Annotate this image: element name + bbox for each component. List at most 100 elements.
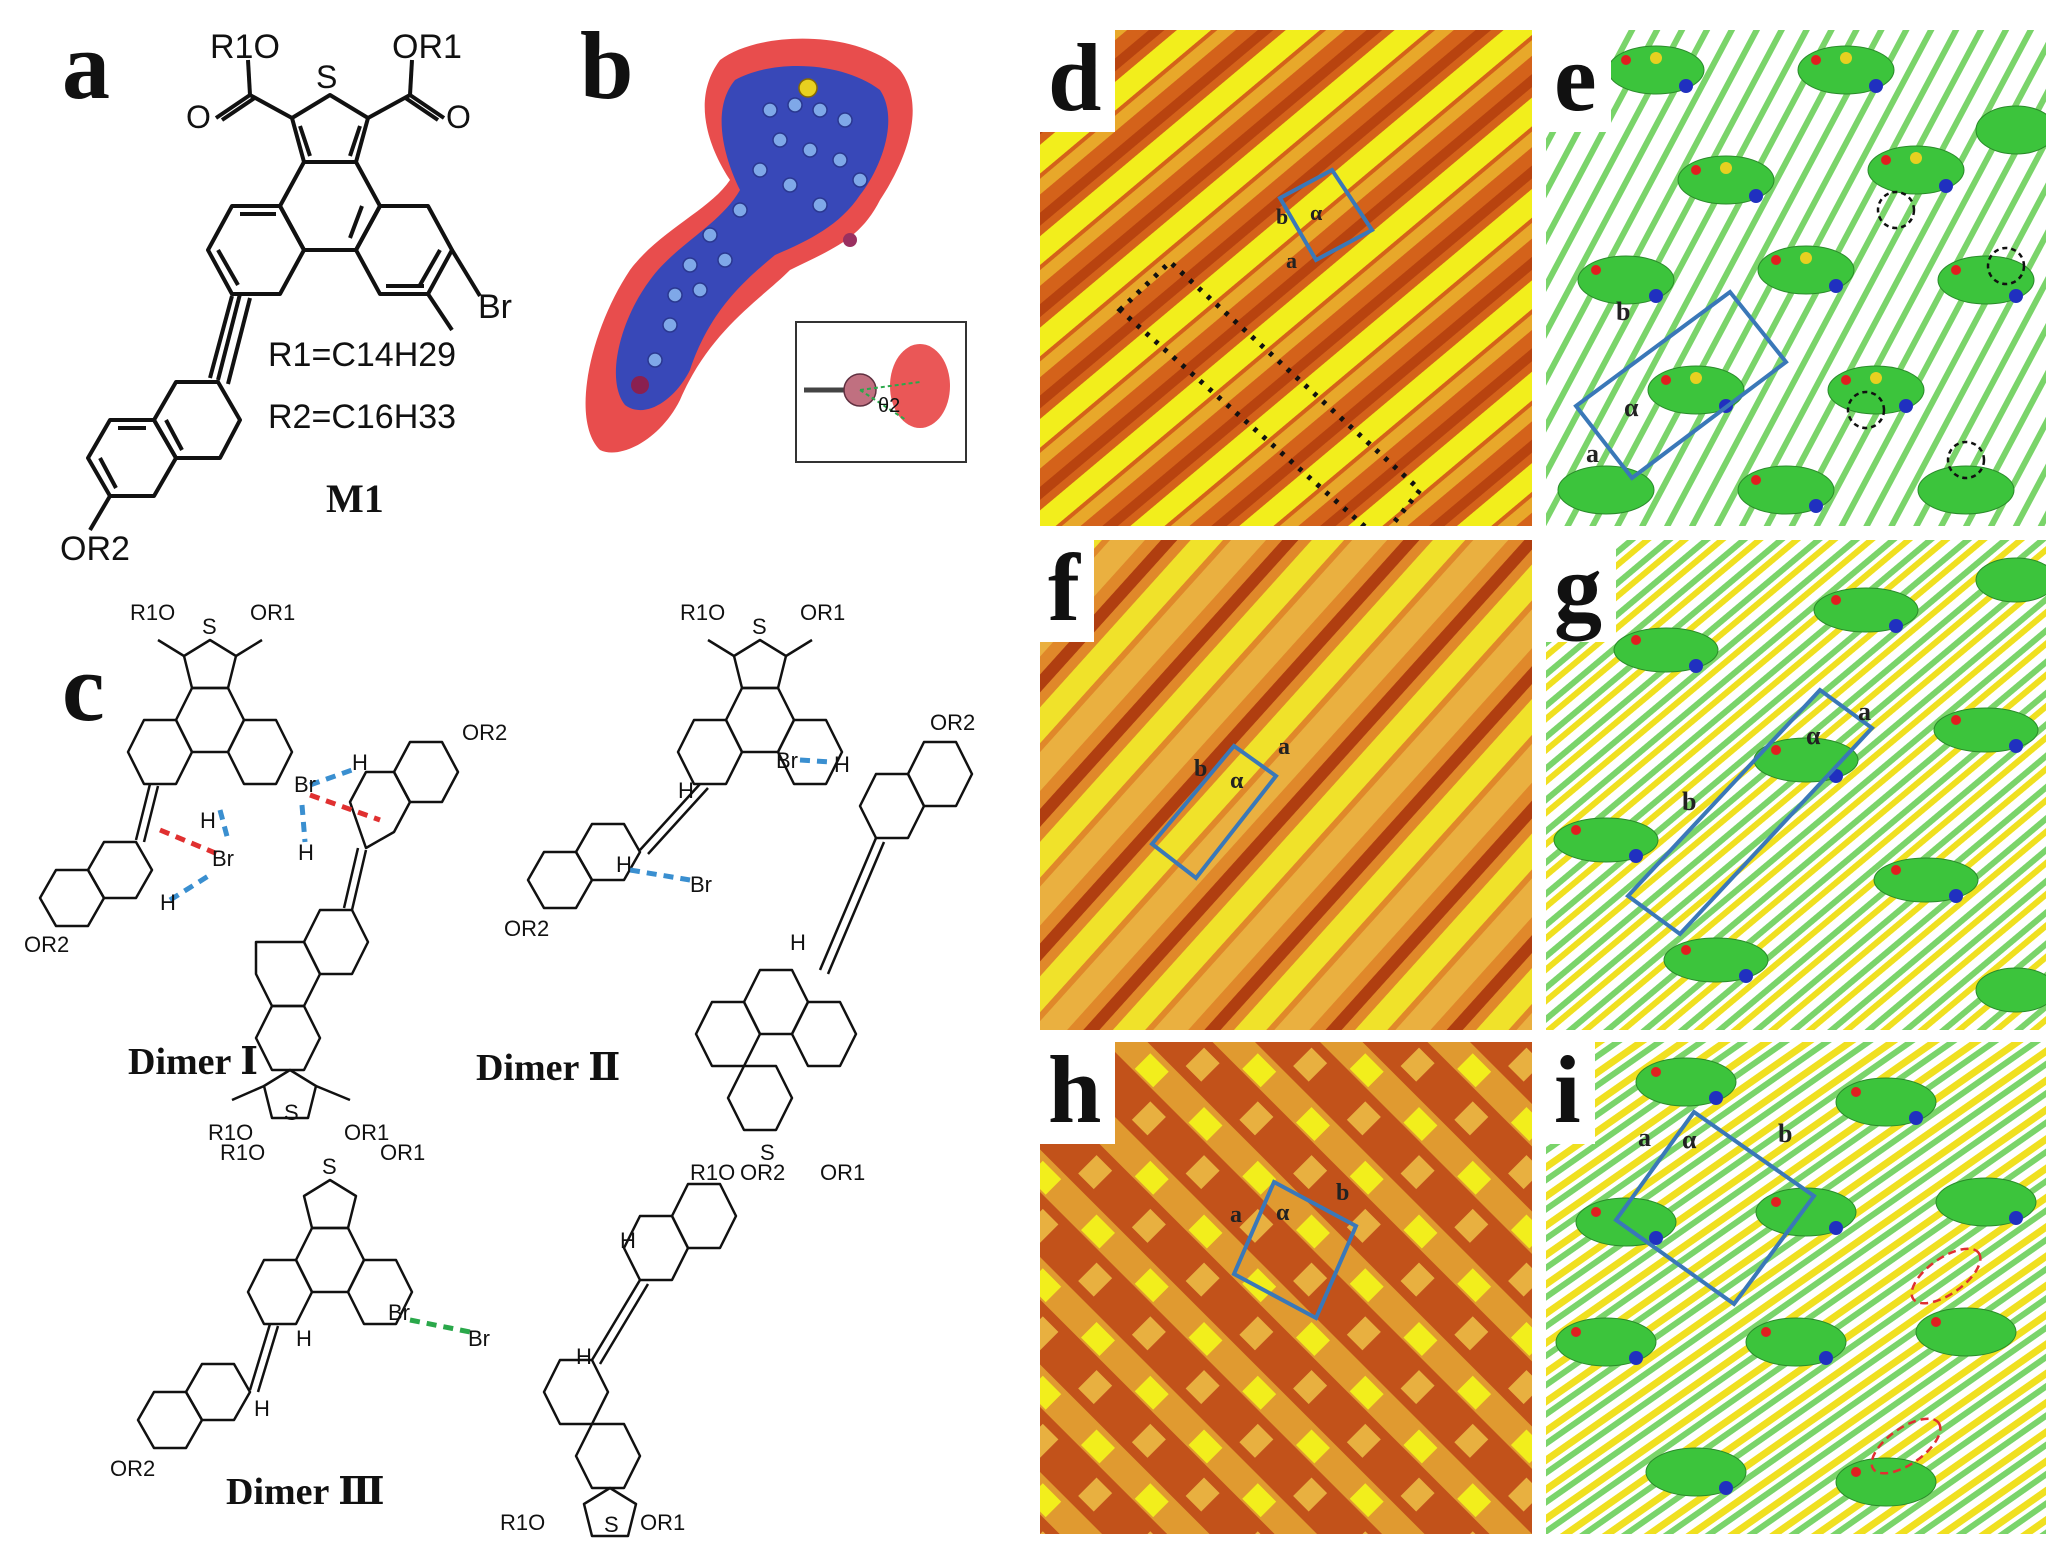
dimer2-br-top: Br — [776, 748, 798, 773]
lattice-a-h: a — [1230, 1202, 1242, 1228]
carbonyl-o-left: O — [186, 99, 211, 135]
dimer2-h-bottom: H — [790, 930, 806, 955]
dimer1-caption: Dimer Ⅰ — [128, 1041, 258, 1083]
carbonyl-o-right: O — [446, 99, 471, 135]
compound-name: M1 — [326, 476, 384, 521]
ring-right — [354, 204, 454, 296]
dimer3-h-4: H — [620, 1228, 636, 1253]
panel-label-h: h — [1040, 1042, 1116, 1144]
panel-label-i: i — [1546, 1042, 1595, 1144]
panel-label-f: f — [1040, 540, 1094, 642]
dimer3-br-right: Br — [468, 1326, 490, 1351]
lattice-b-f: b — [1194, 756, 1207, 782]
panel-a: a — [0, 0, 560, 580]
unit-cell-i — [1613, 1109, 1817, 1307]
lattice-alpha-f: α — [1230, 768, 1244, 794]
panel-f: b α a f — [1040, 540, 1532, 1030]
thiophene-ring — [290, 93, 370, 164]
panel-label-d: d — [1040, 30, 1116, 132]
dimer2-or1-bottom: OR1 — [820, 1160, 865, 1185]
dimer3-h-3: H — [254, 1396, 270, 1421]
dimer3-s-top: S — [322, 1154, 337, 1179]
esp-positive-region — [615, 66, 889, 411]
dimer-structures: H Br H Br H H S S OR2 OR2 R1O OR1 R1O OR… — [24, 600, 975, 1538]
dimer3-or1-bottom: OR1 — [640, 1510, 685, 1535]
lattice-alpha-e: α — [1624, 393, 1639, 422]
dimer1-halogen-bond-1 — [159, 827, 221, 858]
dimer1-br-2: Br — [294, 772, 316, 797]
r1o-left-label: R1O — [210, 28, 280, 66]
m1-structure: R1O OR1 S O O Br OR2 R1=C14H29 R2=C16H33… — [60, 28, 512, 568]
dimer2-h-top: H — [678, 778, 694, 803]
panel-label-g: g — [1546, 540, 1616, 642]
lattice-alpha-g: α — [1806, 721, 1821, 750]
ring-left — [206, 204, 306, 296]
lattice-a-f: a — [1278, 734, 1290, 760]
dimer1-or2-left: OR2 — [24, 932, 69, 957]
dimer1-s-bottom: S — [284, 1100, 299, 1125]
stm-image-d: b α a — [1040, 30, 1532, 526]
lattice-a-d: a — [1286, 248, 1297, 273]
panel-label-c: c — [62, 634, 105, 741]
dimer1-br-1: Br — [212, 846, 234, 871]
dimer3-r1o-bottom: R1O — [500, 1510, 545, 1535]
dimer2-hbond-1 — [799, 757, 831, 765]
dimer1-h-3: H — [352, 750, 368, 775]
r1-definition: R1=C14H29 — [268, 336, 456, 374]
lattice-a-e: a — [1586, 439, 1599, 468]
br-label: Br — [478, 288, 512, 326]
unit-cell-f — [1149, 743, 1279, 881]
dimer2-r1o-bottom: R1O — [690, 1160, 735, 1185]
lattice-alpha-d: α — [1310, 200, 1323, 225]
lattice-b-e: b — [1616, 297, 1630, 326]
r2-definition: R2=C16H33 — [268, 398, 456, 436]
dimer1-h-1: H — [200, 808, 216, 833]
dimer2-s-bottom: S — [760, 1140, 775, 1165]
dimer3-caption: Dimer Ⅲ — [226, 1471, 384, 1513]
dimer1-h-4: H — [298, 840, 314, 865]
model-g: b α a — [1546, 540, 2046, 1030]
dimer1-or1-bottom: OR1 — [344, 1120, 389, 1145]
dimer1-h-2: H — [160, 890, 176, 915]
panel-e: b α a e — [1546, 30, 2046, 526]
lattice-b-i: b — [1778, 1119, 1792, 1148]
lattice-b-d: b — [1276, 204, 1288, 229]
lattice-a-g: a — [1858, 697, 1871, 726]
dimer3-or1-top: OR1 — [380, 1140, 425, 1165]
lattice-b-h: b — [1336, 1180, 1349, 1206]
dimer2-r1o-top: R1O — [680, 600, 725, 625]
highlight-ellipse-2 — [1870, 1417, 1942, 1475]
unit-cell-e — [1573, 289, 1789, 481]
dimer3-s-bottom: S — [604, 1512, 619, 1537]
dimer2-s-top: S — [752, 614, 767, 639]
panel-label-b: b — [580, 12, 634, 119]
or2-label: OR2 — [60, 530, 130, 568]
dimer3-br-br-contact — [409, 1317, 471, 1335]
panel-c: c — [0, 580, 1000, 1544]
dimer2-hbond-2 — [629, 867, 691, 883]
theta2-label: θ2 — [878, 395, 900, 417]
unit-cell-d — [1277, 167, 1375, 263]
lattice-alpha-h: α — [1276, 1200, 1290, 1226]
panel-d: b α a d — [1040, 30, 1532, 526]
dimer1-or1-top: OR1 — [250, 600, 295, 625]
thiophene-s-label: S — [316, 59, 337, 95]
dimer1-or2-right: OR2 — [462, 720, 507, 745]
dimer3-r1o-top: R1O — [220, 1140, 265, 1165]
dimer1-r1o-bottom: R1O — [208, 1120, 253, 1145]
stm-image-h: α a b — [1040, 1042, 1532, 1534]
dimer3-br-left: Br — [388, 1300, 410, 1325]
lattice-b-g: b — [1682, 787, 1696, 816]
panel-h: α a b h — [1040, 1042, 1532, 1534]
panel-i: a α b i — [1546, 1042, 2046, 1534]
lattice-a-i: a — [1638, 1123, 1651, 1152]
dimer2-h-right: H — [834, 752, 850, 777]
highlight-ellipse-1 — [1910, 1247, 1982, 1305]
unit-cell-h — [1231, 1179, 1359, 1321]
dimer2-or2-right: OR2 — [930, 710, 975, 735]
panel-b: b θ2 — [560, 0, 980, 480]
dimer3-or2-right: OR2 — [740, 1160, 785, 1185]
dimer2-h-left: H — [616, 852, 632, 877]
stm-image-f: b α a — [1040, 540, 1532, 1030]
dimer2-caption: Dimer Ⅱ — [476, 1047, 620, 1089]
